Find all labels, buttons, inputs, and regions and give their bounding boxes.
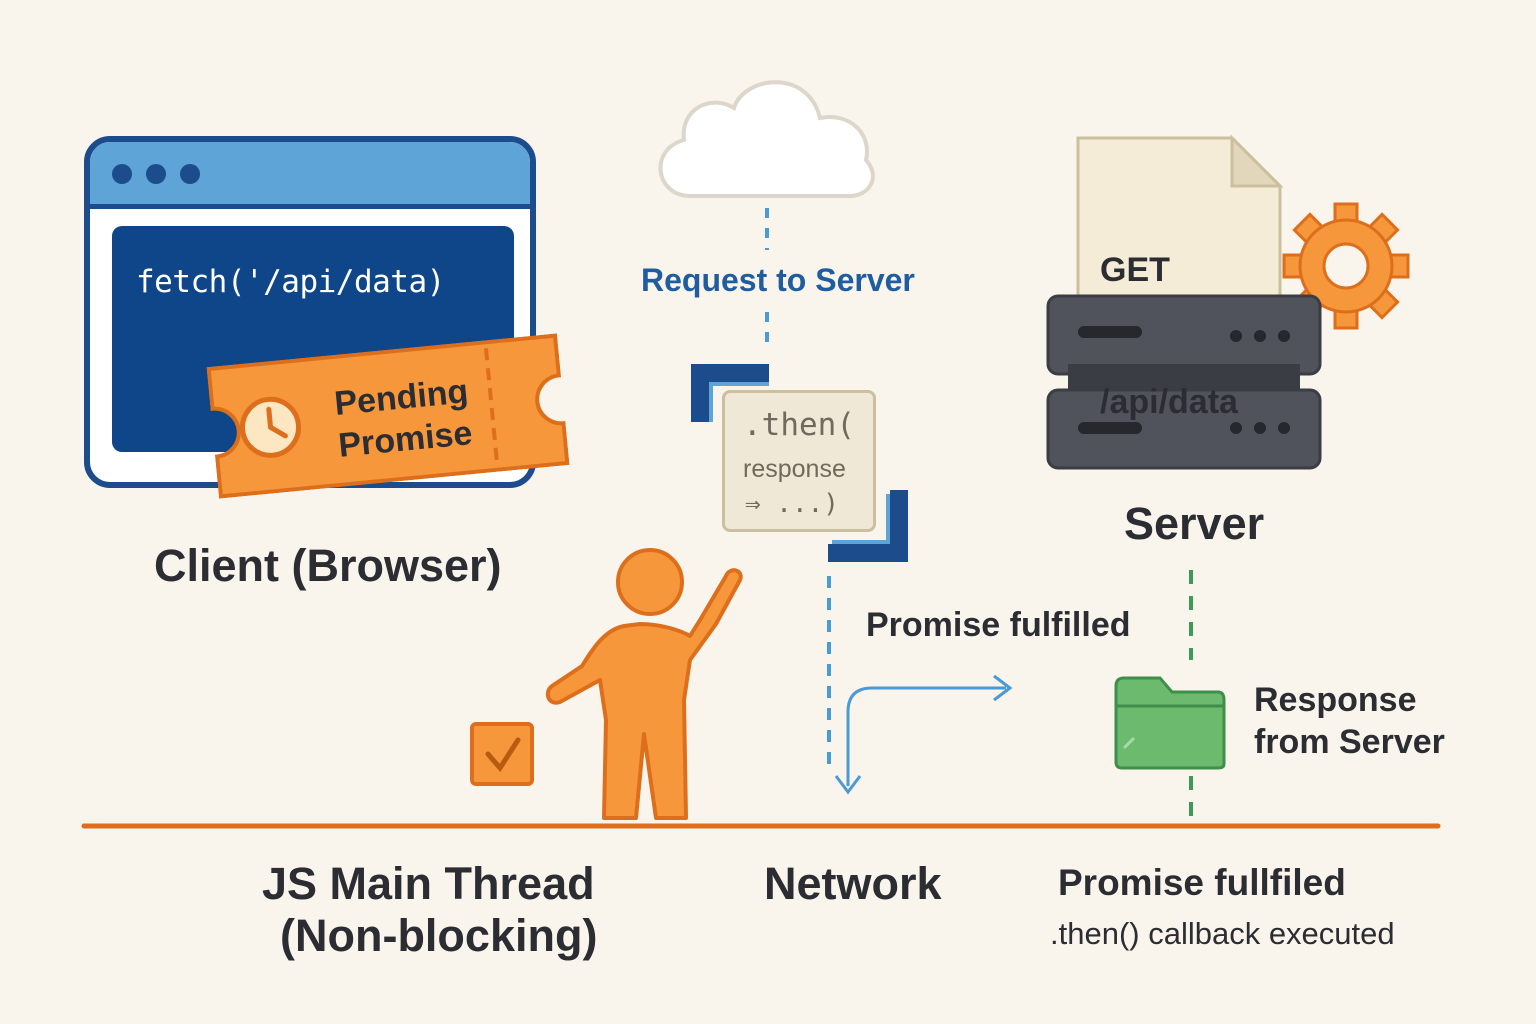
- person-icon: [545, 548, 743, 820]
- promise-fullfiled-label: Promise fullfiled: [1058, 862, 1346, 903]
- client-label: Client (Browser): [154, 540, 502, 591]
- doc-line-2: /api/data: [1100, 383, 1238, 421]
- browser-titlebar: [90, 142, 530, 209]
- response-line-2: from Server: [1254, 723, 1445, 761]
- document-icon: [1076, 134, 1284, 302]
- then-line-1: .then(: [743, 407, 855, 443]
- request-document-text: GET /api/data: [1100, 160, 1238, 512]
- then-callback-card: .then( response ⇒ ...): [722, 390, 876, 532]
- then-line-2: response: [743, 455, 846, 483]
- checkbox-icon: [470, 722, 534, 786]
- window-dot-icon: [146, 164, 166, 184]
- arrow-icon: [834, 674, 1013, 795]
- thread-label: JS Main Thread: [262, 858, 595, 909]
- response-label: Response from Server: [1254, 679, 1445, 763]
- fetch-code: fetch('/api/data): [136, 264, 445, 300]
- thread-sublabel: (Non-blocking): [280, 910, 598, 961]
- callback-label: .then() callback executed: [1050, 916, 1395, 951]
- then-line-3: ⇒ ...): [745, 489, 839, 519]
- ticket-shape: [206, 333, 570, 499]
- window-dot-icon: [112, 164, 132, 184]
- server-label: Server: [1124, 498, 1265, 549]
- server-icon: [1046, 294, 1322, 470]
- clock-icon: [240, 396, 302, 458]
- pending-promise-ticket: Pending Promise: [206, 333, 570, 499]
- doc-line-1: GET: [1100, 251, 1170, 289]
- cloud-icon: [658, 80, 875, 199]
- promise-fulfilled-label: Promise fulfilled: [866, 606, 1131, 644]
- bracket-icon: [691, 364, 769, 422]
- response-line-1: Response: [1254, 681, 1417, 719]
- folder-icon: [1114, 676, 1226, 770]
- bracket-icon: [828, 490, 908, 562]
- network-footer-label: Network: [764, 858, 942, 909]
- gear-icon: [1282, 202, 1410, 330]
- request-label: Request to Server: [641, 262, 915, 298]
- window-dot-icon: [180, 164, 200, 184]
